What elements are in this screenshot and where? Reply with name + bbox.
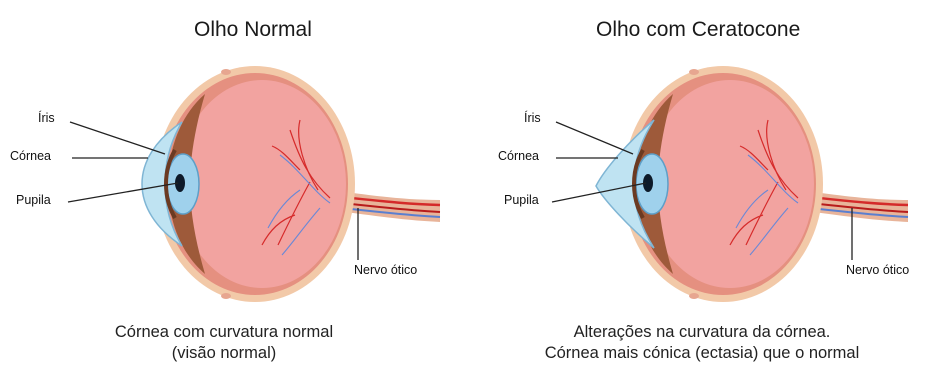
pupil-label: Pupila: [504, 193, 539, 207]
caption: Alterações na curvatura da córnea. Córne…: [468, 322, 936, 364]
normal-eye-panel: Olho Normal: [0, 0, 468, 374]
keratoconus-eye-panel: Olho com Ceratocone: [468, 0, 936, 374]
iris-label: Íris: [524, 111, 541, 125]
caption-line-2: Córnea mais cónica (ectasia) que o norma…: [468, 343, 936, 364]
iris-leader-line: [556, 122, 633, 154]
cornea-label: Córnea: [498, 149, 539, 163]
iris-leader-line: [70, 122, 165, 154]
cornea-label: Córnea: [10, 149, 51, 163]
panel-title: Olho com Ceratocone: [468, 18, 936, 42]
caption: Córnea com curvatura normal (visão norma…: [0, 322, 458, 364]
nerve-label: Nervo ótico: [354, 263, 417, 277]
iris-label: Íris: [38, 111, 55, 125]
caption-line-1: Alterações na curvatura da córnea.: [468, 322, 936, 343]
caption-line-2: (visão normal): [0, 343, 458, 364]
nerve-label: Nervo ótico: [846, 263, 909, 277]
panel-title: Olho Normal: [18, 18, 486, 42]
pupil-label: Pupila: [16, 193, 51, 207]
caption-line-1: Córnea com curvatura normal: [0, 322, 458, 343]
